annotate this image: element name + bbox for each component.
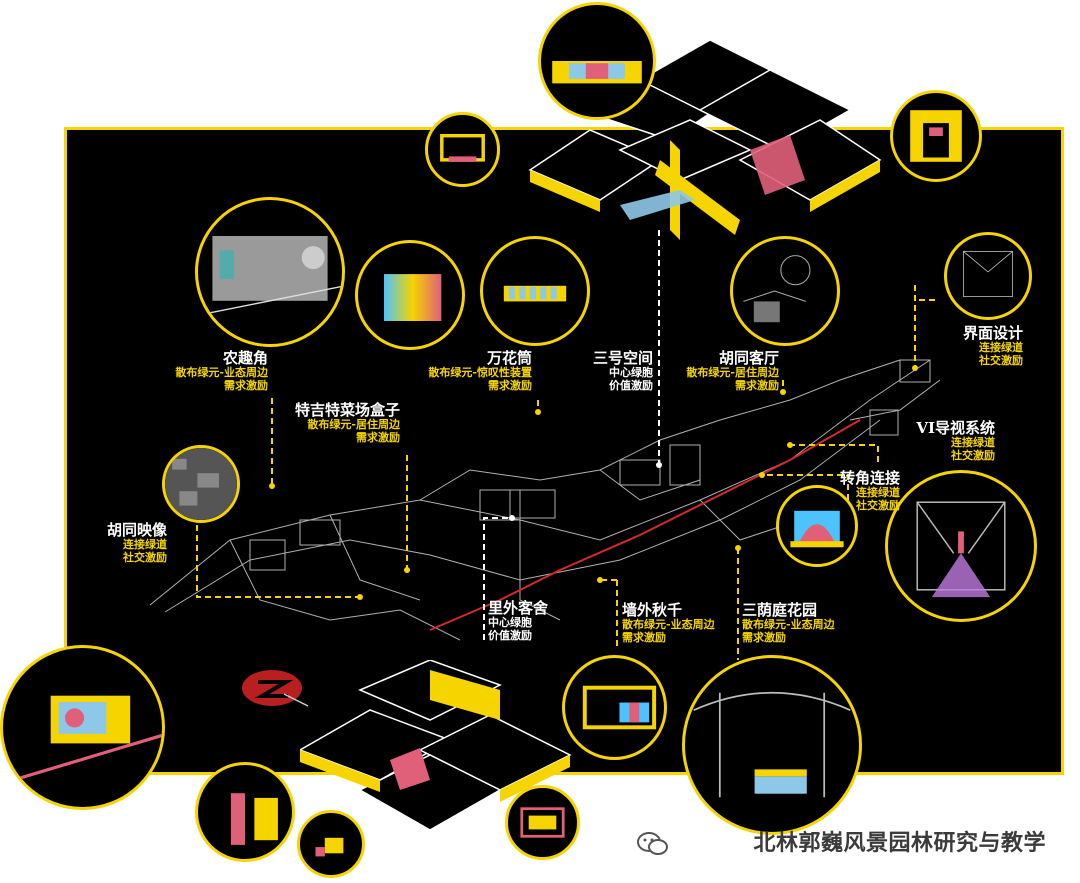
label-hutongyingxiang: 胡同映像 连接绿道 社交激励 <box>106 521 167 564</box>
label-liwai: 里外客舍 中心绿胞 价值激励 <box>488 599 549 642</box>
label-sanhao: 三号空间 中心绿胞 价值激励 <box>592 349 653 392</box>
vignette-left-small <box>425 112 500 187</box>
vignette-jiemian <box>944 232 1032 320</box>
vignette-qiangwai <box>562 655 667 760</box>
vignette-wanhuatong <box>480 236 590 346</box>
vignette-sanhao-top <box>538 2 656 120</box>
vignette-teji <box>355 240 465 350</box>
building-axonometric-top <box>528 40 882 240</box>
vignette-zhuanjiao <box>776 485 858 567</box>
label-wanhuatong: 万花筒 散布绿元-惊叹性装置 需求激励 <box>428 349 532 392</box>
label-hutongketing: 胡同客厅 散布绿元-居住周边 需求激励 <box>686 349 779 392</box>
building-axonometric-bottom <box>300 660 572 831</box>
label-teji: 特吉特菜场盒子 散布绿元-居住周边 需求激励 <box>294 401 400 444</box>
watermark: 北林郭巍风景园林研究与教学 <box>753 831 1046 856</box>
north-arrow <box>242 670 309 707</box>
label-title: 农趣角 <box>222 349 268 367</box>
vignette-nongqujiao <box>195 197 345 347</box>
vignette-liwai <box>0 645 165 810</box>
label-qiangwai: 墙外秋千 散布绿元-业态周边 需求激励 <box>622 601 715 644</box>
label-zhuanjiao: 转角连接 连接绿道 社交激励 <box>839 469 900 512</box>
vignette-right-small <box>890 90 982 182</box>
label-jiemian: 界面设计 连接绿道 社交激励 <box>962 324 1023 367</box>
vignette-hutongketing <box>730 236 840 346</box>
vignette-sanyin <box>682 655 862 835</box>
vignette-bottom-center <box>505 785 580 860</box>
vignette-bottom-left-1 <box>195 762 295 862</box>
vignette-bottom-left-2 <box>297 810 365 878</box>
vignette-hutongyingxiang <box>162 445 240 523</box>
label-vi: VI导视系统 连接绿道 社交激励 <box>916 419 995 462</box>
label-nongqujiao: 农趣角 散布绿元-业态周边 需求激励 <box>150 349 268 393</box>
vignette-vi <box>885 470 1037 622</box>
label-sanyin: 三荫庭花园 散布绿元-业态周边 需求激励 <box>742 601 835 644</box>
wechat-icon <box>637 832 668 855</box>
